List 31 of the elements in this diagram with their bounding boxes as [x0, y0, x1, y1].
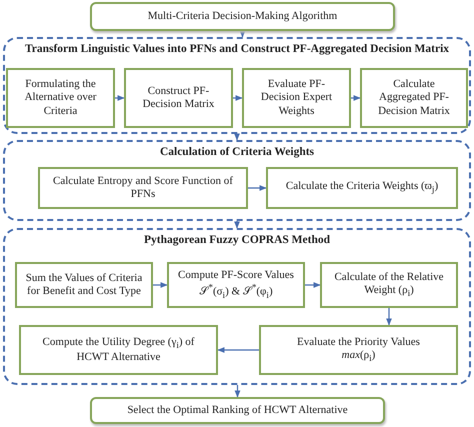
- arrow: [351, 95, 361, 101]
- dashed-group-panel: [3, 228, 471, 385]
- process-box: Evaluate the Priority Values max(ρ$_{i}$): [259, 325, 458, 375]
- process-box: Compute PF-Score Values 𝒮$^{*}$(σ$_{i}$) & 𝒮$^{*}$(φ$_{i}$): [167, 262, 305, 308]
- dashed-group-panel: [3, 140, 471, 221]
- process-box: Select the Optimal Ranking of HCWT Alternative: [90, 397, 385, 424]
- arrow: [234, 221, 240, 229]
- process-box: Evaluate PF-Decision Expert Weights: [242, 68, 351, 128]
- arrow: [234, 385, 240, 398]
- arrow: [386, 308, 392, 326]
- process-box: Calculate Entropy and Score Function of PFNs: [38, 167, 248, 209]
- group-title: Transform Linguistic Values into PFNs and Construct PF-Aggregated Decision Matrix: [24, 43, 450, 55]
- process-box: Formulating the Alternative over Criteria: [6, 68, 115, 128]
- dashed-group-panel: [3, 37, 471, 134]
- process-box: Multi-Criteria Decision-Making Algorithm: [90, 2, 395, 31]
- arrow: [234, 134, 240, 141]
- group-title: Calculation of Criteria Weights: [160, 146, 314, 158]
- arrow: [305, 282, 321, 288]
- arrow: [153, 282, 168, 288]
- process-box: Compute the Utility Degree (γ$_{i}$) of HCWT Alternative: [19, 325, 218, 375]
- process-box: Construct PF-Decision Matrix: [124, 68, 233, 128]
- arrow: [115, 95, 125, 101]
- arrow: [248, 185, 267, 191]
- arrow: [233, 95, 243, 101]
- process-box: Calculate Aggregated PF-Decision Matrix: [360, 68, 468, 128]
- arrow: [240, 30, 246, 38]
- process-box: Calculate the Criteria Weights (ϖ$_{j}$): [266, 167, 458, 209]
- process-box: Calculate of the Relative Weight (ρ$_{i}$): [320, 262, 458, 308]
- group-title: Pythagorean Fuzzy COPRAS Method: [144, 234, 330, 246]
- arrow: [217, 347, 259, 353]
- process-box: Sum the Values of Criteria for Benefit and Cost Type: [15, 262, 153, 308]
